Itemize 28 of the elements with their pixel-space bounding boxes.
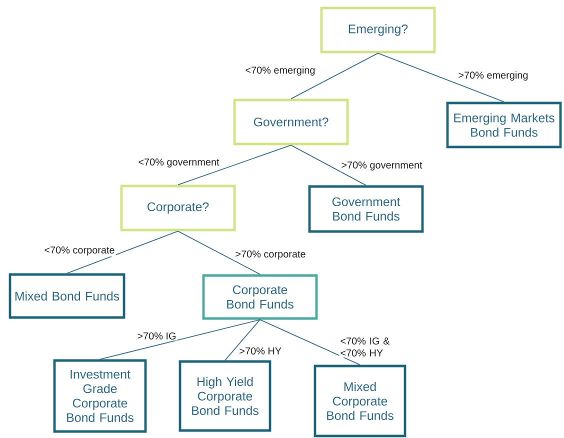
result-box: Emerging Markets Bond Funds bbox=[446, 102, 562, 148]
result-box: Government Bond Funds bbox=[308, 185, 424, 233]
edge-label: <70% corporate bbox=[44, 246, 114, 256]
connector-line bbox=[224, 319, 260, 361]
edge-label: >70% government bbox=[342, 161, 422, 170]
result-box: Investment Grade Corporate Bond Funds bbox=[53, 359, 147, 433]
question-box: Government? bbox=[233, 98, 349, 146]
question-box: Emerging? bbox=[320, 6, 436, 54]
connector-line bbox=[260, 319, 360, 366]
edge-label: <70% IG & <70% HY bbox=[340, 338, 390, 356]
result-box: Mixed Corporate Bond Funds bbox=[314, 364, 406, 438]
connector-line bbox=[100, 319, 260, 360]
edge-label: >70% emerging bbox=[458, 71, 528, 81]
result-box: Mixed Bond Funds bbox=[8, 273, 126, 319]
edge-label: <70% emerging bbox=[246, 66, 315, 76]
result-box: High Yield Corporate Bond Funds bbox=[178, 360, 272, 432]
question-box: Corporate? bbox=[120, 184, 236, 232]
connector-line bbox=[290, 52, 378, 100]
connector-line bbox=[66, 230, 178, 274]
edge-label: >70% corporate bbox=[236, 250, 306, 260]
category-box: Corporate Bond Funds bbox=[202, 274, 318, 320]
connector-line bbox=[290, 144, 366, 186]
edge-label: >70% IG bbox=[138, 332, 176, 340]
edge-label: <70% government bbox=[138, 158, 220, 168]
edge-label: >70% HY bbox=[240, 347, 282, 355]
connector-line bbox=[178, 230, 260, 275]
connector-line bbox=[178, 144, 292, 186]
connector-line bbox=[378, 52, 504, 102]
